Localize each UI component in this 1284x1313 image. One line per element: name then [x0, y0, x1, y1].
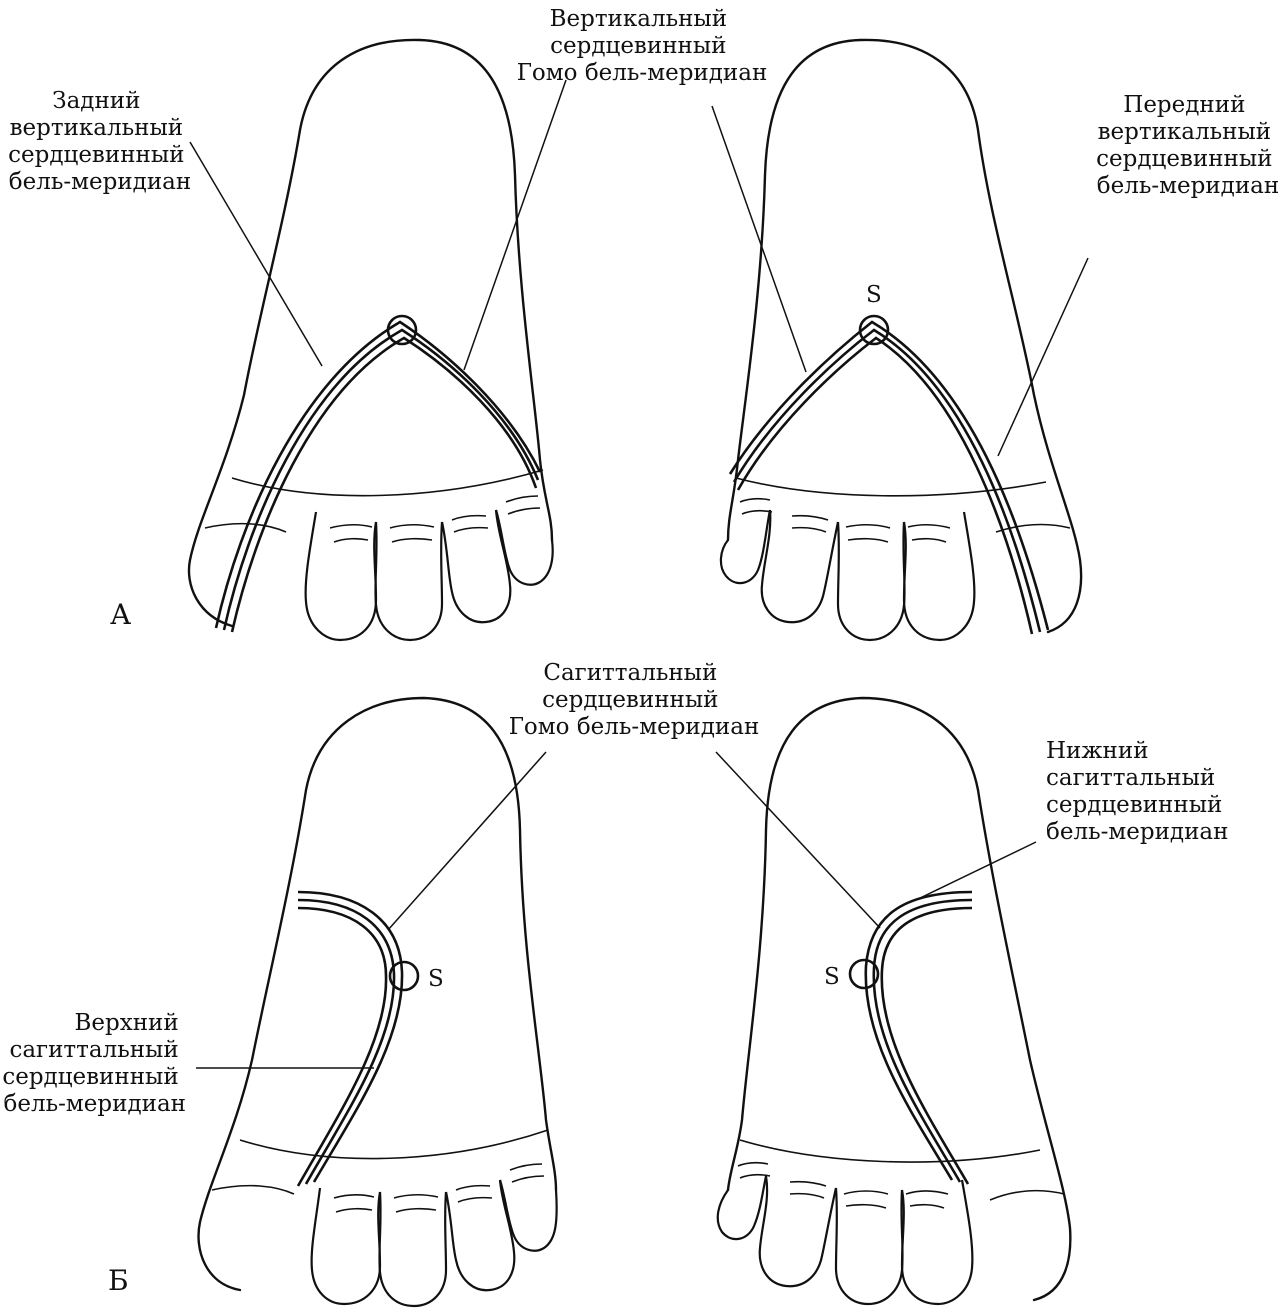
toe-crease	[906, 1191, 948, 1194]
toe-crease	[510, 1164, 542, 1170]
point-s-label: S	[866, 282, 882, 308]
leader-line	[464, 80, 566, 370]
ball-crease	[740, 1140, 1040, 1162]
toe-crease	[792, 528, 826, 532]
foot-b-right: S	[716, 698, 1070, 1304]
meridian-band	[298, 892, 402, 1186]
toe-crease	[334, 1195, 374, 1198]
foot-outline	[728, 698, 1070, 1300]
toe-crease	[390, 525, 434, 528]
toe-crease	[454, 528, 488, 532]
toe-crease	[846, 525, 890, 528]
toe-2	[902, 1180, 972, 1304]
meridian-band	[866, 892, 972, 1184]
toe-crease	[912, 539, 946, 542]
big-toe-crease	[996, 525, 1070, 532]
toe-crease	[334, 539, 368, 542]
toe-crease	[740, 499, 770, 502]
label-lower-sagittal: Нижний сагиттальный сердцевинный бель-ме…	[1046, 738, 1230, 845]
panel-letter-b: Б	[108, 1264, 129, 1297]
toe-crease	[790, 1182, 826, 1186]
label-posterior-vertical: Задний вертикальный сердцевинный бель-ме…	[8, 88, 192, 195]
meridian-band	[730, 322, 1048, 634]
toe-2	[306, 512, 376, 640]
panel-b: S S	[2, 660, 1229, 1306]
toe-crease	[846, 1205, 886, 1208]
toe-crease	[908, 525, 950, 528]
foot-a-left	[189, 40, 566, 640]
toe-crease	[790, 1194, 824, 1198]
toe-crease	[452, 516, 486, 520]
toe-crease	[844, 1191, 888, 1194]
label-upper-sagittal: Верхний сагиттальный сердцевинный бель-м…	[2, 1010, 186, 1117]
toe-crease	[394, 1195, 438, 1198]
panel-a: S А Задний вертикальный сердцевинный бел…	[8, 6, 1280, 640]
toe-crease	[738, 1163, 768, 1166]
foot-outline	[199, 698, 556, 1290]
big-toe-crease	[990, 1191, 1064, 1200]
toe-crease	[456, 1186, 490, 1190]
leader-line	[916, 842, 1036, 900]
toe-crease	[508, 508, 540, 514]
toe-crease	[330, 525, 372, 528]
toe-5	[496, 510, 553, 585]
label-anterior-vertical: Передний вертикальный сердцевинный бель-…	[1096, 92, 1280, 199]
point-s-label: S	[824, 964, 840, 990]
big-toe-crease	[212, 1186, 294, 1194]
label-sagittal-homo: Сагиттальный сердцевинный Гомо бель-мери…	[509, 660, 760, 740]
toe-5	[718, 1176, 766, 1239]
leader-line	[716, 752, 880, 928]
toe-crease	[336, 1209, 372, 1212]
toe-crease	[848, 539, 888, 542]
meridian-band	[216, 322, 540, 632]
toe-crease	[396, 1209, 436, 1212]
leader-line	[712, 106, 806, 372]
foot-b-left: S	[196, 698, 557, 1306]
foot-a-right: S	[712, 40, 1088, 640]
toe-5	[500, 1180, 557, 1251]
ball-crease	[240, 1130, 548, 1159]
panel-letter-a: А	[110, 598, 131, 631]
point-s-label: S	[428, 966, 444, 992]
toe-2	[904, 512, 974, 640]
toe-crease	[910, 1205, 944, 1208]
toe-crease	[742, 511, 772, 514]
toe-crease	[458, 1198, 492, 1202]
toe-crease	[792, 516, 828, 520]
label-vertical-homo: Вертикальный сердцевинный Гомо бель-мери…	[517, 6, 768, 86]
toe-4	[760, 1176, 836, 1286]
toe-crease	[392, 539, 432, 542]
toe-2	[312, 1188, 380, 1304]
toe-crease	[512, 1176, 544, 1182]
leader-line	[998, 258, 1088, 456]
toe-crease	[506, 496, 538, 502]
